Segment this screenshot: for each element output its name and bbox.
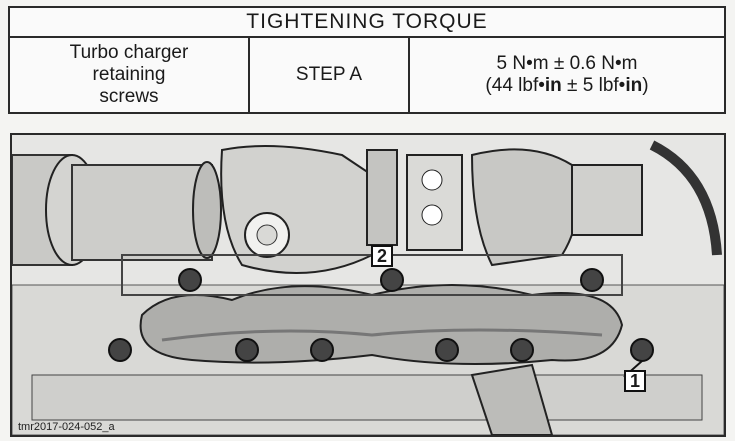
tightening-torque-table: TIGHTENING TORQUE Turbo charger retainin… — [8, 6, 726, 114]
turbocharger-illustration: 2 1 tmr2017-024-052_a — [10, 133, 726, 437]
imperial-suffix: ) — [642, 75, 649, 96]
torque-value-metric: 5 N•m ± 0.6 N•m — [496, 53, 638, 74]
step-cell: STEP A — [250, 38, 410, 112]
figure-id: tmr2017-024-052_a — [18, 421, 115, 433]
part-line-2: retaining — [92, 64, 166, 85]
imperial-unit-1: in — [544, 75, 562, 96]
torque-value-imperial: (44 lbf•in ± 5 lbf•in) — [485, 75, 648, 97]
turbocharger-drawing — [12, 135, 724, 435]
callout-2: 2 — [371, 245, 393, 267]
imperial-mid: ± 5 lbf• — [561, 75, 626, 96]
callout-1: 1 — [624, 370, 646, 392]
table-header: TIGHTENING TORQUE — [10, 8, 724, 38]
part-line-3: screws — [99, 86, 159, 107]
imperial-prefix: (44 lbf• — [485, 75, 545, 96]
torque-value-cell: 5 N•m ± 0.6 N•m (44 lbf•in ± 5 lbf•in) — [410, 38, 724, 112]
part-line-1: Turbo charger — [69, 42, 189, 63]
imperial-unit-2: in — [625, 75, 643, 96]
part-cell: Turbo charger retaining screws — [10, 38, 250, 112]
table-row: Turbo charger retaining screws STEP A 5 … — [10, 38, 724, 112]
